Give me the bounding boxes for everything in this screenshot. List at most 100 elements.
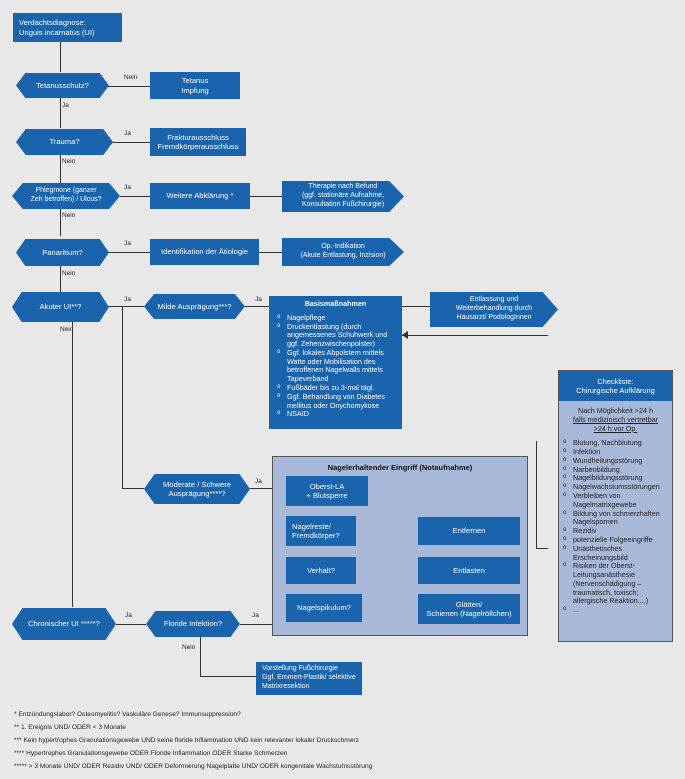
- label-ja: Ja: [252, 612, 259, 619]
- connector: [250, 488, 272, 489]
- connector: [60, 155, 61, 183]
- label-ja: Ja: [124, 130, 131, 137]
- basis-item: Druckentlastung (durch angemessenes Schu…: [277, 322, 396, 349]
- nagelspikulum-box: Nagelspikulum?: [286, 594, 362, 622]
- connector: [60, 208, 61, 236]
- checkliste-item: Verbleiben von Nagelmatrixgewebe: [563, 491, 672, 510]
- connector: [60, 98, 61, 128]
- nagelreste-box: Nagelreste/ Fremdkörper?: [286, 516, 356, 546]
- op-indikation-box: Op.-Indikation (Akute Entlastung, Inzisi…: [282, 238, 404, 266]
- decision-panaritium: Panaritium?: [16, 239, 109, 266]
- connector: [72, 322, 73, 607]
- checkliste-item: Narbenbildung: [563, 465, 672, 475]
- connector: [245, 306, 269, 307]
- basis-list: Nagelpflege Druckentlastung (durch angem…: [275, 313, 396, 419]
- weitere-abklaerung-box: Weitere Abklärung *: [150, 183, 250, 209]
- checkliste-item: Nagelbildungsstörung: [563, 474, 672, 483]
- decision-floride-infektion: Floride Infektion?: [146, 611, 240, 637]
- connector: [120, 196, 150, 197]
- vorstellung-fusschirurgie-box: Vorstellung Fußchirurgie Ggf. Emmert-Pla…: [256, 662, 362, 695]
- label-nein: Nein: [60, 326, 74, 333]
- checkliste-item: Wundheilungsstörung: [563, 456, 672, 466]
- connector: [250, 196, 282, 197]
- basis-title: Basismaßnahmen: [304, 299, 367, 308]
- entfernen-box: Entfernen: [418, 517, 520, 545]
- label-nein: Nein: [62, 158, 76, 165]
- decision-trauma: Trauma?: [16, 129, 113, 155]
- basismassnahmen-box: Basismaßnahmen Nagelpflege Druckentlastu…: [269, 296, 402, 429]
- checkliste-item: potenzielle Folgeeingriffe: [563, 535, 672, 545]
- connector: [108, 86, 150, 87]
- label-ja: Ja: [124, 240, 131, 247]
- label-nein: Nein: [62, 270, 76, 277]
- therapie-box: Therapie nach Befund (ggf. stationäre Au…: [282, 181, 404, 212]
- connector: [536, 441, 537, 548]
- connector: [240, 624, 272, 625]
- checkliste-timing: falls medizinisch vertretbar: [572, 414, 659, 424]
- connector: [122, 488, 144, 489]
- checkliste-item: Bildung von schmerzhaften Nagelspornen: [563, 509, 672, 528]
- basis-item: Ggf. lokales Abpolstern mittels Watte od…: [277, 348, 396, 384]
- checkliste-item: Unästhetisches Erscheinungsbild: [563, 544, 672, 563]
- decision-tetanusschutz: Tetanusschutz?: [16, 73, 109, 98]
- checkliste-item: ...: [563, 605, 672, 615]
- decision-chronischer-ui: Chronischer UI *****?: [12, 608, 116, 640]
- frakturausschluss-box: Frakturausschluss Fremdkörperausschluss: [150, 128, 246, 156]
- connector: [402, 335, 548, 336]
- entlasten-box: Entlasten: [418, 557, 520, 584]
- connector: [108, 252, 150, 253]
- decision-akuter-ui: Akuter UI**?: [12, 292, 109, 322]
- arrow-head-icon: [402, 331, 408, 339]
- checkliste-timing: Nach Möglichkeit >24 h: [578, 406, 653, 415]
- connector: [200, 636, 201, 676]
- footnote: * Entzündungslabor? Osteomyelitis? Vasku…: [14, 711, 241, 718]
- label-nein: Nein: [182, 644, 196, 651]
- checkliste-timing: >24 h vor Op.: [593, 423, 638, 433]
- checkliste-panel: Checkliste: Chirurgische Aufklärung Nach…: [558, 370, 673, 642]
- basis-item: Ggf. Behandlung von Diabetes mellitus od…: [277, 392, 396, 411]
- connector: [108, 306, 144, 307]
- label-ja: Ja: [255, 478, 262, 485]
- checkliste-list: Blutung, Nachblutung Infektion Wundheilu…: [559, 439, 672, 615]
- oberst-la-box: Oberst-LA + Blutsperre: [286, 476, 368, 506]
- connector: [402, 306, 430, 307]
- connector: [116, 624, 146, 625]
- footnote: *** Kein hypertrophes Granulationsgewebe…: [14, 737, 359, 744]
- glaetten-box: Glätten/ Schienen (Nagelröllchen): [418, 594, 520, 624]
- entlassung-box: Entlassung und Weiterbehandlung durch Ha…: [430, 292, 558, 327]
- checkliste-title: Checkliste: Chirurgische Aufklärung: [559, 371, 672, 401]
- checkliste-item: Rezidiv: [563, 526, 672, 536]
- checkliste-item: Blutung, Nachblutung: [563, 439, 672, 448]
- connector: [60, 266, 61, 292]
- connector: [258, 252, 282, 253]
- basis-item: Nagelpflege: [277, 313, 396, 323]
- label-ja: Ja: [62, 102, 69, 109]
- connector: [122, 306, 123, 488]
- label-nein: Nein: [124, 74, 138, 81]
- decision-milde: Milde Ausprägung***?: [144, 294, 245, 319]
- checkliste-item: Nagelwachstumsstörungen: [563, 482, 672, 492]
- tetanus-impfung-box: Tetanus Impfung: [150, 72, 240, 99]
- label-ja: Ja: [124, 184, 131, 191]
- connector: [60, 42, 61, 72]
- checkliste-item: Infektion: [563, 447, 672, 457]
- connector: [536, 548, 548, 549]
- identifikation-box: Identifikation der Ätiologie: [150, 239, 259, 265]
- footnote: **** Hypertrophes Granulationsgewebe ODE…: [14, 750, 288, 757]
- label-ja: Ja: [125, 612, 132, 619]
- decision-phlegmone: Phlegmone (ganzer Zeh betroffen) / Ulcus…: [12, 183, 120, 209]
- label-ja: Ja: [255, 296, 262, 303]
- basis-item: NSAID: [277, 410, 396, 419]
- footnote: ***** > 3 Monate UND/ ODER Rezidiv UND/ …: [14, 763, 373, 770]
- connector: [200, 676, 256, 677]
- connector: [112, 142, 150, 143]
- diagnosis-box: Verdachtsdiagnose: Unguis incarnatus (UI…: [13, 13, 122, 42]
- checkliste-item: Risiken der Oberst-Leitungsanästhesie (N…: [563, 561, 672, 606]
- decision-moderate: Moderate / Schwere Ausprägung****?: [144, 474, 250, 504]
- label-nein: Nein: [62, 212, 76, 219]
- basis-item: Fußbäder bis zu 3-mal tägl.: [277, 383, 396, 393]
- footnote: ** 1. Ereignis UND/ ODER < 3 Monate: [14, 724, 126, 731]
- verhalt-box: Verhalt?: [286, 557, 356, 584]
- label-ja: Ja: [124, 296, 131, 303]
- nagel-title: Nagelerhaltender Eingriff (Notaufnahme): [327, 463, 473, 472]
